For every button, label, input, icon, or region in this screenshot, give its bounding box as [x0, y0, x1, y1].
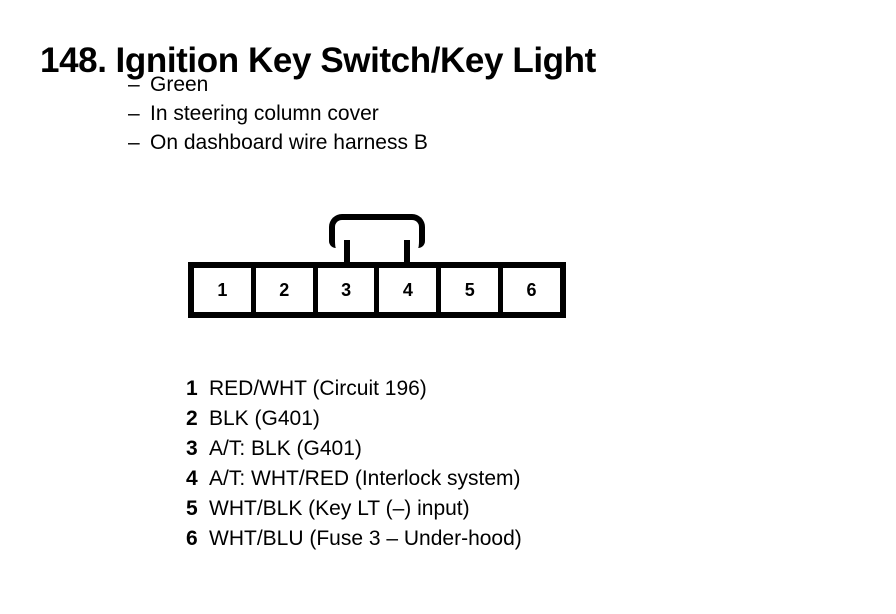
dash-bullet-icon: – — [128, 131, 140, 154]
pin-description: WHT/BLU (Fuse 3 – Under-hood) — [209, 527, 522, 550]
pin-number: 5 — [186, 497, 198, 520]
list-item: –Green — [128, 70, 428, 99]
pin-legend-row: 1 RED/WHT (Circuit 196) — [186, 374, 522, 404]
connector-cavity-4: 4 — [379, 268, 437, 312]
attribute-label: In steering column cover — [150, 102, 379, 125]
pin-description: BLK (G401) — [209, 407, 320, 430]
attribute-label: On dashboard wire harness B — [150, 131, 428, 154]
pin-legend-row: 5 WHT/BLK (Key LT (–) input) — [186, 494, 522, 524]
dash-bullet-icon: – — [128, 102, 140, 125]
list-item: –On dashboard wire harness B — [128, 128, 428, 157]
list-item: –In steering column cover — [128, 99, 428, 128]
connector-cavity-5: 5 — [441, 268, 499, 312]
latch-leg-left — [344, 240, 350, 262]
page-title: 148.Ignition Key Switch/Key Light — [40, 40, 596, 82]
pin-number: 6 — [186, 527, 198, 550]
pin-description: WHT/BLK (Key LT (–) input) — [209, 497, 470, 520]
pin-legend-row: 3 A/T: BLK (G401) — [186, 434, 522, 464]
pin-description: A/T: BLK (G401) — [209, 437, 362, 460]
pin-number: 1 — [186, 377, 198, 400]
dash-bullet-icon: – — [128, 73, 140, 96]
attribute-label: Green — [150, 73, 209, 96]
pin-number: 4 — [186, 467, 198, 490]
page-title-number: 148. — [40, 41, 107, 81]
pin-number: 2 — [186, 407, 198, 430]
connector-cavity-6: 6 — [503, 268, 560, 312]
pin-description: RED/WHT (Circuit 196) — [209, 377, 427, 400]
latch-leg-right — [404, 240, 410, 262]
connector-cavity-2: 2 — [255, 268, 313, 312]
connector-body: 1 2 3 4 5 6 — [188, 262, 566, 318]
page-title-text: Ignition Key Switch/Key Light — [115, 41, 597, 81]
pin-number: 3 — [186, 437, 198, 460]
latch-shell — [329, 214, 425, 248]
pin-legend-row: 6 WHT/BLU (Fuse 3 – Under-hood) — [186, 524, 522, 554]
connector-cavity-3: 3 — [317, 268, 375, 312]
pin-legend-row: 4 A/T: WHT/RED (Interlock system) — [186, 464, 522, 494]
connector-cavity-1: 1 — [194, 268, 251, 312]
connector-diagram: 1 2 3 4 5 6 — [188, 214, 566, 318]
pin-legend-row: 2 BLK (G401) — [186, 404, 522, 434]
attribute-list: –Green –In steering column cover –On das… — [128, 70, 428, 157]
pin-description: A/T: WHT/RED (Interlock system) — [209, 467, 521, 490]
connector-latch-icon — [329, 214, 425, 262]
